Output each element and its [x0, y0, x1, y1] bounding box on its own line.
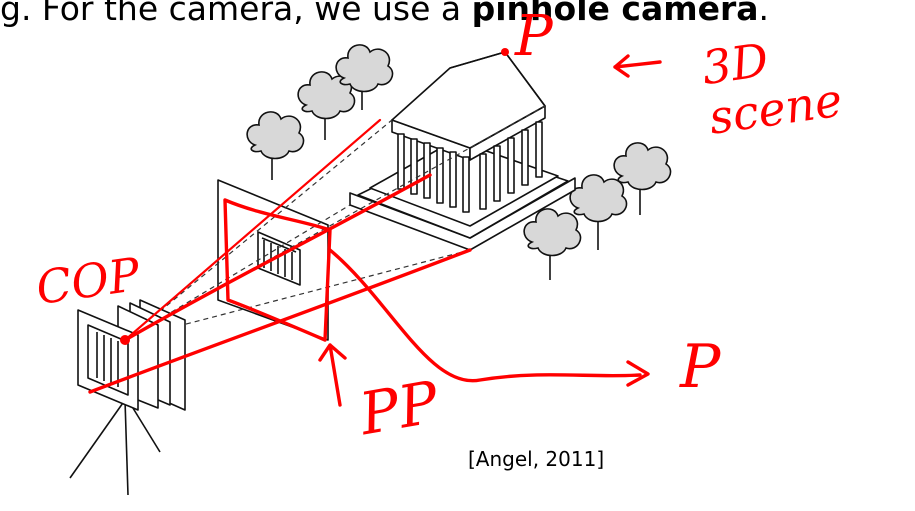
label-p-right: P: [680, 332, 721, 402]
label-pp: PP: [354, 367, 444, 449]
pp-outline: [223, 198, 332, 342]
pp-arrow: [318, 343, 347, 407]
trees-left: [246, 44, 394, 180]
trees-right: [523, 142, 672, 280]
scene-arrow: [613, 54, 662, 78]
ray-to-scene: [88, 248, 472, 394]
ray-cop-to-point: [123, 173, 432, 342]
temple-scene-object: [349, 51, 576, 251]
pinhole-camera: [69, 299, 186, 496]
cop-dot: [120, 335, 130, 345]
ray-to-top-point: [123, 118, 382, 342]
projector-lines: [124, 105, 546, 341]
citation-text: [Angel, 2011]: [468, 447, 605, 471]
point-p-dot: [501, 48, 509, 56]
heading-text: g. For the camera, we use a: [0, 0, 472, 28]
slide-heading: g. For the camera, we use a pinhole came…: [0, 0, 915, 34]
curve-to-right-p: [328, 248, 642, 383]
handwritten-annotations: [88, 48, 662, 407]
heading-suffix: .: [758, 0, 770, 28]
temple-columns: [397, 121, 543, 213]
heading-emphasis: pinhole camera: [471, 0, 759, 28]
right-arrowhead: [626, 360, 650, 387]
label-p-top: P: [515, 4, 553, 69]
